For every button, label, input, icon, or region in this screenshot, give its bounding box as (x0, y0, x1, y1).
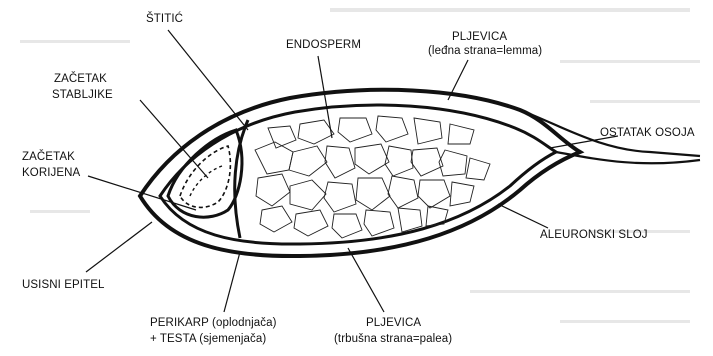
label-perikarp: PERIKARP (oplodnjača) (150, 317, 277, 329)
label-aleuronski-sloj: ALEURONSKI SLOJ (540, 229, 648, 241)
label-perikarp-sub: + TESTA (sjemenjača) (150, 333, 266, 345)
label-ostatak-osoja: OSTATAK OSOJA (600, 127, 695, 139)
label-pljevica-bottom-sub: (trbušna strana=palea) (334, 333, 452, 345)
label-pljevica-top-sub: (leđna strana=lemma) (428, 45, 542, 57)
label-endosperm: ENDOSPERM (286, 39, 361, 51)
label-stitic: ŠTITIĆ (146, 12, 183, 25)
label-pljevica-top: PLJEVICA (452, 31, 507, 43)
aleurone-layer-shape (160, 105, 556, 244)
label-zacetak-stabljike-sub: STABLJIKE (52, 89, 113, 101)
background-text-residue (20, 8, 700, 323)
label-usisni-epitel: USISNI EPITEL (22, 279, 105, 291)
label-pljevica-bottom: PLJEVICA (366, 317, 421, 329)
leader-lines (86, 30, 618, 312)
label-zacetak-korijena: ZAČETAK (22, 150, 75, 163)
label-zacetak-korijena-sub: KORIJENA (22, 167, 81, 179)
endosperm-cell-pattern (255, 116, 490, 238)
label-zacetak-stabljike: ZAČETAK (54, 72, 107, 85)
